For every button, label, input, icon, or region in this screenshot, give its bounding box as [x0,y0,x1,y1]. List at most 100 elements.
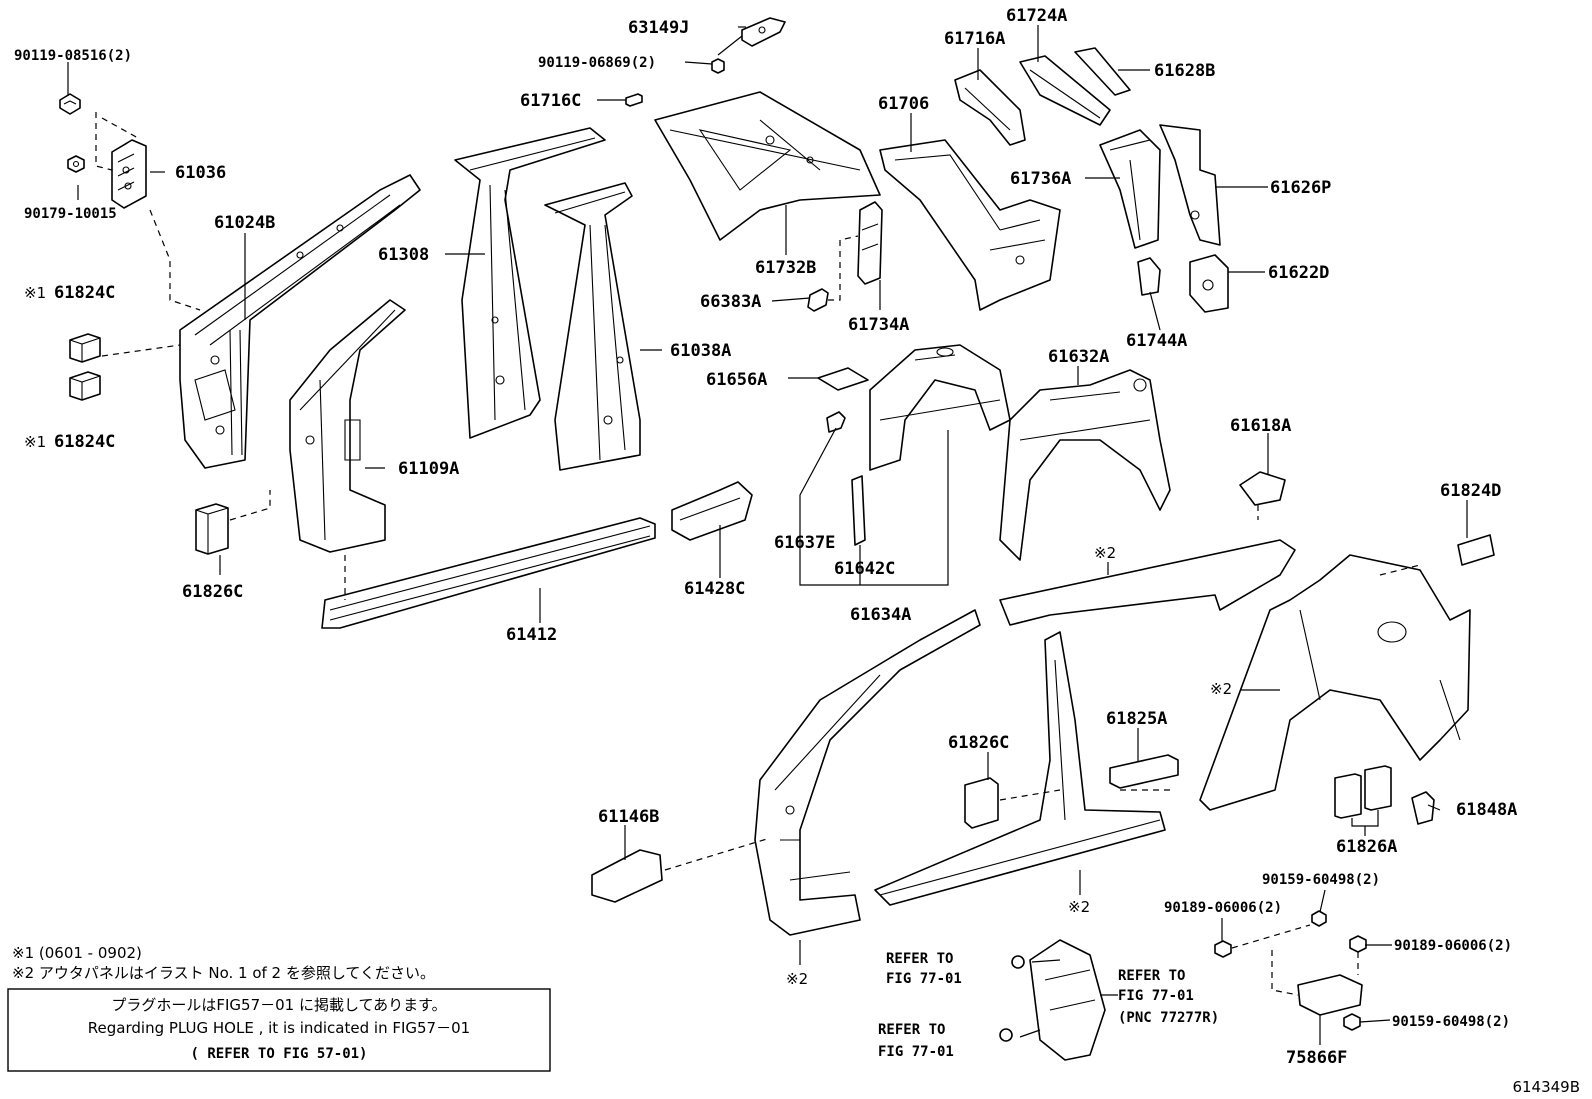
label-61734A: 61734A [848,315,909,335]
a-pillar-61024B-icon [179,174,421,469]
screw-b-icon [999,1028,1013,1042]
mark-2-front: ※2 [786,970,808,988]
rocker-61412-icon [321,517,656,629]
refer-2-line-2: FIG 77-01 [1118,988,1194,1004]
label-61428C: 61428C [684,579,745,599]
plug-hole-notice-box [7,988,551,1072]
label-90119-06869: 90119-06869(2) [538,55,656,71]
label-61618A: 61618A [1230,416,1291,436]
bracket-61734A-icon [857,201,883,285]
label-61024B: 61024B [214,213,275,233]
label-61848A: 61848A [1456,800,1517,820]
label-61626P: 61626P [1270,178,1331,198]
label-61656A: 61656A [706,370,767,390]
label-61825A: 61825A [1106,709,1167,729]
refer-2-line-3: (PNC 77277R) [1118,1010,1219,1026]
mark-2-roof: ※2 [1094,544,1116,562]
label-61622D: 61622D [1268,263,1329,283]
label-61824C-lower: 61824C [54,432,115,452]
clip-90189-06006-a-icon [1214,940,1232,958]
wheelhouse-outer-61632A-icon [999,369,1171,561]
block-61826C-right-icon [964,777,999,829]
label-90159-60498-a: 90159-60498(2) [1262,872,1380,888]
mark-1-upper: ※1 [24,284,46,302]
block-61824C-upper-icon [69,333,101,363]
clip-61848A-icon [1411,791,1435,825]
label-61706: 61706 [878,94,929,114]
label-61716A: 61716A [944,29,1005,49]
label-61826C-left: 61826C [182,582,243,602]
label-61642C: 61642C [834,559,895,579]
label-90179-10015: 90179-10015 [24,206,117,222]
label-61826C-right: 61826C [948,733,1009,753]
label-61308: 61308 [378,245,429,265]
bracket-61716A-icon [954,69,1026,146]
label-66383A: 66383A [700,292,761,312]
clip-61716C-icon [625,93,643,107]
bracket-63149J-icon [741,17,786,47]
center-pillar-outer-icon [874,631,1166,906]
notice-line-3: ( REFER TO FIG 57-01) [190,1046,367,1062]
bracket-61642C-icon [851,475,866,546]
clip-90189-06006-b-icon [1349,935,1367,953]
block-61824D-icon [1457,534,1495,566]
label-61716C: 61716C [520,91,581,111]
notice-line-2: Regarding PLUG HOLE , it is indicated in… [88,1019,470,1037]
label-90119-08516: 90119-08516(2) [14,48,132,64]
mark-2-rocker: ※2 [1068,898,1090,916]
quarter-inner-61706-icon [879,139,1061,311]
quarter-outer-panel-icon [1199,554,1471,811]
bracket-61744A-icon [1137,257,1161,296]
block-61826C-left-icon [195,503,229,555]
label-75866F: 75866F [1286,1048,1347,1068]
mudguard-icon [1029,939,1106,1061]
nut-90179-10015-icon [67,155,85,173]
bracket-61622D-icon [1189,254,1229,313]
bolt-90119-06869-icon [711,58,725,74]
front-pillar-outer-icon [754,609,981,936]
bracket-61146B-icon [591,849,663,903]
center-pillar-61038A-icon [544,182,641,471]
label-61736A: 61736A [1010,169,1071,189]
bracket-75866F-icon [1297,974,1363,1016]
inner-panel-61109A-icon [289,299,406,553]
label-61146B: 61146B [598,807,659,827]
label-90159-60498-b: 90159-60498(2) [1392,1014,1510,1030]
note-1: ※1 (0601 - 0902) [12,944,142,962]
block-61825A-icon [1109,754,1179,789]
bracket-61428C-icon [671,481,753,541]
label-61632A: 61632A [1048,347,1109,367]
label-61824C-upper: 61824C [54,283,115,303]
label-61038A: 61038A [670,341,731,361]
label-61744A: 61744A [1126,331,1187,351]
label-61732B: 61732B [755,258,816,278]
wheelhouse-inner-icon [869,344,1011,471]
label-61826A: 61826A [1336,837,1397,857]
label-61036: 61036 [175,163,226,183]
clip-66383A-icon [807,288,829,312]
label-63149J: 63149J [628,18,689,38]
nut-90159-60498-a-icon [1311,910,1327,927]
panel-61626P-icon [1159,124,1221,246]
blocks-61826A-icon [1334,765,1392,819]
quarter-inner-61732B-icon [654,91,881,241]
plate-61656A-icon [817,367,869,391]
panel-61736A-icon [1099,129,1161,249]
refer-2-line-1: REFER TO [1118,968,1185,984]
label-90189-06006-b: 90189-06006(2) [1394,938,1512,954]
refer-3-line-1: REFER TO [878,1022,945,1038]
mark-2-quarter: ※2 [1210,680,1232,698]
reinforcement-61724A-icon [1019,55,1111,126]
label-61412: 61412 [506,625,557,645]
notice-line-1: プラグホールはFIG57－01 に掲載してあります。 [111,996,446,1014]
label-61824D: 61824D [1440,481,1501,501]
bracket-61036-icon [111,139,147,209]
label-61634A: 61634A [850,605,911,625]
note-2: ※2 アウタパネルはイラスト No. 1 of 2 を参照してください。 [12,964,435,982]
figure-id: 614349B [1512,1078,1580,1096]
refer-3-line-2: FIG 77-01 [878,1044,954,1060]
b-pillar-61308-icon [454,127,606,439]
bolt-90119-08516-icon [59,93,81,115]
screw-a-icon [1011,955,1025,969]
